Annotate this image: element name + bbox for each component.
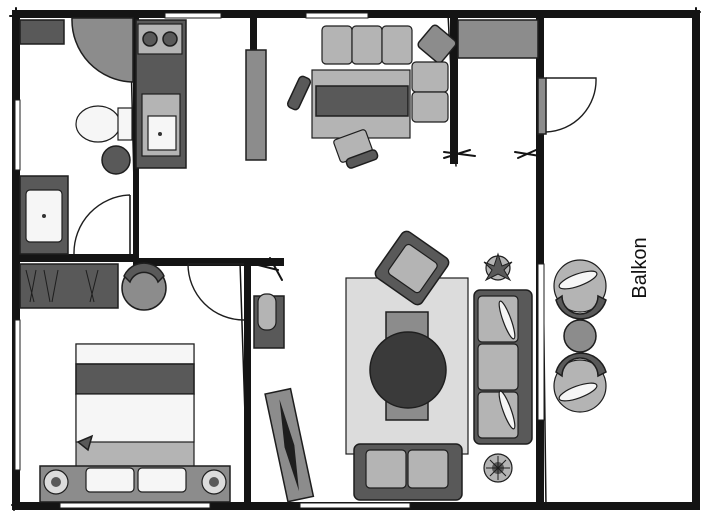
kitchen (135, 19, 187, 169)
sofa-cushion (365, 449, 407, 489)
headboard (39, 465, 231, 503)
bedroom (19, 262, 245, 503)
drain-icon (158, 132, 162, 136)
bathroom-bin (101, 145, 131, 175)
throw-pillow (498, 390, 516, 430)
bench-seat (381, 25, 413, 65)
pillow (85, 467, 135, 493)
plant-icon (483, 453, 513, 483)
balcony-door (537, 77, 597, 135)
bench-seat (321, 25, 353, 65)
drain-icon (42, 214, 46, 218)
floor-lamp (264, 387, 315, 503)
pillow (137, 467, 187, 493)
bed-blanket-stripe (75, 363, 195, 395)
cabinet (457, 19, 539, 59)
armchair (374, 230, 450, 306)
living-area (264, 230, 533, 503)
bed-sheet (75, 393, 195, 443)
throw-pillow (498, 300, 516, 340)
bathroom (19, 17, 134, 255)
wardrobe (19, 263, 119, 309)
sink-basin (147, 115, 177, 151)
bench-seat (351, 25, 383, 65)
bench-seat (411, 61, 449, 93)
room-label-balkon: Balkon (629, 237, 651, 298)
dining-area (245, 24, 457, 169)
bathroom-door-swing (73, 194, 131, 255)
bathroom-cabinet (19, 19, 65, 45)
shower (71, 17, 134, 83)
balcony-table (563, 319, 597, 353)
bedroom-door-swing (187, 263, 245, 321)
dining-chair-back (345, 149, 379, 169)
sofa-cushion (477, 343, 519, 391)
burner-icon (142, 31, 158, 47)
sofa-cushion (407, 449, 449, 489)
bench-seat (411, 91, 449, 123)
balcony: Balkon (537, 237, 651, 421)
bench-seat-corner (417, 24, 457, 64)
dining-chair (286, 75, 312, 111)
burner-icon (162, 31, 178, 47)
wall-shelf (245, 49, 267, 161)
windows (14, 12, 411, 509)
bed-sheet (75, 343, 195, 365)
plant-icon (483, 252, 513, 282)
coffee-table (369, 331, 447, 409)
hall-cabinet (253, 293, 285, 349)
toilet-bowl (75, 105, 121, 143)
toilet-tank (117, 107, 133, 141)
table-runner (315, 85, 409, 117)
